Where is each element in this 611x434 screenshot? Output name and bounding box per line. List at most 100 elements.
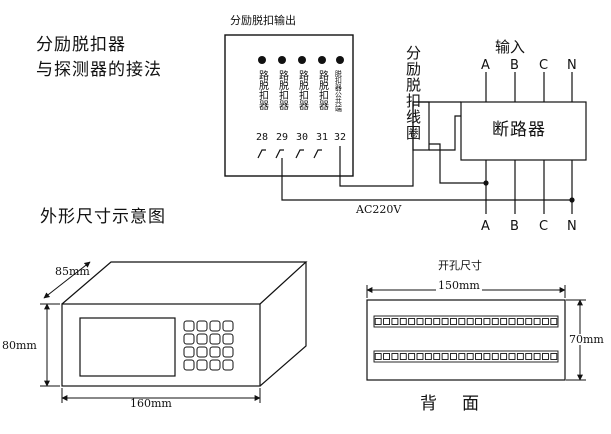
- slot: [508, 318, 516, 325]
- keypad-key: [183, 320, 195, 332]
- slot: [441, 353, 449, 360]
- keypad: [183, 320, 234, 371]
- slot: [458, 353, 466, 360]
- slot: [491, 318, 499, 325]
- slot: [391, 318, 399, 325]
- slot: [408, 353, 416, 360]
- terminal-number: 28: [256, 132, 269, 143]
- keypad-key: [183, 333, 195, 345]
- slot: [399, 318, 407, 325]
- junction-dot: [483, 180, 489, 186]
- terminal-switches: [257, 146, 341, 160]
- cutout-panel: [366, 299, 566, 381]
- keypad-key: [222, 333, 234, 345]
- coil-label: 分励脱扣线圈: [404, 45, 422, 141]
- slot: [399, 353, 407, 360]
- slot: [483, 318, 491, 325]
- slot: [500, 318, 508, 325]
- slot: [475, 318, 482, 325]
- slot: [516, 318, 524, 325]
- depth-dimension: 85mm: [55, 265, 90, 278]
- slot-row: [373, 315, 559, 328]
- keypad-key: [196, 333, 208, 345]
- keypad-key: [183, 359, 195, 371]
- wiring-title-line2: 与探测器的接法: [36, 60, 162, 80]
- coil-box: [412, 101, 430, 151]
- back-label: 背 面: [420, 394, 483, 414]
- wiring: [281, 72, 587, 214]
- terminal-label: 路脱扣器: [296, 70, 308, 110]
- breaker-box: [460, 101, 587, 161]
- slot: [433, 318, 441, 325]
- keypad-key: [209, 320, 221, 332]
- cutout-width-dimension: 150mm: [436, 279, 482, 292]
- outline-title: 外形尺寸示意图: [40, 207, 166, 227]
- slot: [416, 353, 424, 360]
- input-label: 输入: [495, 38, 526, 56]
- phase-label: C: [539, 58, 549, 73]
- keypad-key: [222, 359, 234, 371]
- phase-label: C: [539, 219, 549, 234]
- slot: [550, 353, 558, 360]
- slot-row: [373, 350, 559, 363]
- cutout-slots: [373, 315, 559, 363]
- keypad-key: [209, 333, 221, 345]
- slot: [500, 353, 508, 360]
- slot: [542, 318, 549, 325]
- phase-label: B: [510, 219, 519, 234]
- slot: [416, 318, 424, 325]
- slot: [433, 353, 441, 360]
- slot: [508, 353, 516, 360]
- slot: [383, 353, 390, 360]
- terminal-number: 32: [334, 132, 347, 143]
- slot: [525, 353, 533, 360]
- slot: [374, 318, 382, 325]
- phase-label: B: [510, 58, 519, 73]
- slot: [450, 353, 457, 360]
- keypad-key: [183, 346, 195, 358]
- width-dimension: 160mm: [130, 397, 172, 410]
- slot: [441, 318, 449, 325]
- terminal-label: 路脱扣器: [256, 70, 268, 110]
- slot: [550, 318, 558, 325]
- slot: [533, 318, 541, 325]
- phase-label: A: [481, 219, 490, 234]
- terminal-label: 路脱扣器: [276, 70, 288, 110]
- wiring-title-line1: 分励脱扣器: [36, 35, 126, 55]
- keypad-key: [196, 320, 208, 332]
- keypad-key: [196, 346, 208, 358]
- lcd-screen: [79, 317, 176, 377]
- keypad-key: [209, 359, 221, 371]
- slot: [458, 318, 466, 325]
- slot: [391, 353, 399, 360]
- slot: [533, 353, 541, 360]
- terminal-label: 脱扣器公共端: [334, 70, 343, 112]
- slot: [424, 353, 432, 360]
- indicator-led: [278, 56, 286, 64]
- slot: [542, 353, 549, 360]
- slot: [383, 318, 390, 325]
- terminal-label: 路脱扣器: [316, 70, 328, 110]
- supply-label: AC220V: [356, 203, 402, 216]
- indicator-led: [298, 56, 306, 64]
- slot: [466, 353, 474, 360]
- indicator-led: [258, 56, 266, 64]
- slot: [516, 353, 524, 360]
- phase-label: N: [567, 58, 577, 73]
- terminal-number: 30: [296, 132, 309, 143]
- slot: [475, 353, 482, 360]
- slot: [408, 318, 416, 325]
- slot: [374, 353, 382, 360]
- indicator-led: [318, 56, 326, 64]
- keypad-key: [209, 346, 221, 358]
- slot: [483, 353, 491, 360]
- phase-label: A: [481, 58, 490, 73]
- slot: [424, 318, 432, 325]
- slot: [466, 318, 474, 325]
- phase-label: N: [567, 219, 577, 234]
- slot: [525, 318, 533, 325]
- detector-box: [224, 34, 354, 177]
- keypad-key: [222, 346, 234, 358]
- height-dimension: 80mm: [2, 339, 37, 352]
